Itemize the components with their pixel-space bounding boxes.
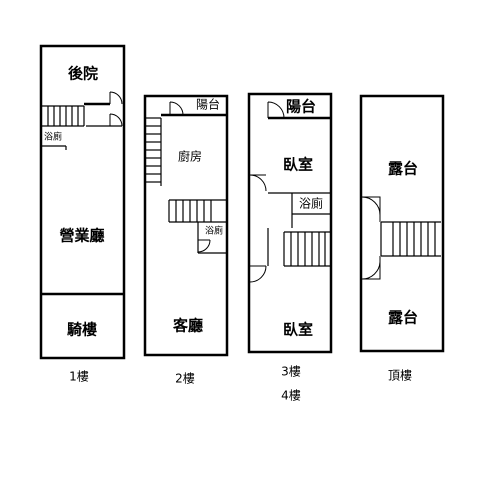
floor-1-label: 1樓 bbox=[69, 369, 89, 384]
room-balcony-3f: 陽台 bbox=[286, 98, 316, 116]
room-bedroom-bottom: 臥室 bbox=[283, 321, 313, 339]
floor-4-label: 4樓 bbox=[281, 388, 301, 403]
floor-2-stairs-middle bbox=[168, 199, 227, 223]
room-terrace-bottom: 露台 bbox=[388, 309, 418, 327]
roof-door-bottom bbox=[361, 256, 381, 280]
floor-3-door-bedroom-top bbox=[249, 174, 267, 192]
floor-1-plan: 後院 浴廁 營業廳 騎樓 1樓 bbox=[39, 44, 126, 384]
floor-3-stairs bbox=[283, 231, 331, 267]
floor-3-door-balcony bbox=[267, 101, 285, 119]
room-bathroom-3f: 浴廁 bbox=[299, 196, 323, 211]
floor-3-4-plan: 陽台 臥室 浴廁 臥室 3樓 4樓 bbox=[247, 92, 333, 403]
room-back-yard: 後院 bbox=[67, 65, 98, 83]
floor-2-plan: 陽台 廚房 浴廁 客廳 2樓 bbox=[143, 94, 229, 386]
room-balcony-2f: 陽台 bbox=[196, 97, 220, 112]
roof-outline bbox=[359, 94, 445, 353]
floor-2-door-bathroom bbox=[197, 239, 211, 253]
room-bedroom-top: 臥室 bbox=[283, 156, 313, 174]
roof-stairs bbox=[380, 221, 441, 257]
floor-2-label: 2樓 bbox=[175, 371, 195, 386]
floor-2-outline bbox=[143, 94, 229, 357]
roof-door-top bbox=[361, 196, 381, 222]
floor-2-door-balcony bbox=[169, 101, 184, 116]
room-kitchen: 廚房 bbox=[178, 149, 202, 164]
floor-1-door-side bbox=[109, 113, 123, 127]
roof-plan: 露台 露台 頂樓 bbox=[359, 94, 445, 383]
room-arcade: 騎樓 bbox=[67, 321, 97, 339]
room-terrace-top: 露台 bbox=[388, 160, 418, 178]
floor-3-label: 3樓 bbox=[281, 364, 301, 379]
floor-3-4-outline bbox=[247, 92, 333, 354]
room-business-hall: 營業廳 bbox=[59, 227, 104, 245]
room-living-room: 客廳 bbox=[172, 317, 203, 335]
floor-3-door-bedroom-bottom bbox=[249, 265, 267, 283]
roof-label: 頂樓 bbox=[388, 368, 412, 383]
floor-1-stairs bbox=[42, 105, 85, 127]
floor-2-stairs-left bbox=[146, 117, 162, 186]
floor-1-door-back bbox=[109, 91, 123, 105]
room-bathroom-2f: 浴廁 bbox=[205, 225, 223, 237]
floor-1-outline bbox=[39, 44, 126, 360]
room-bathroom-1f: 浴廁 bbox=[44, 131, 62, 143]
